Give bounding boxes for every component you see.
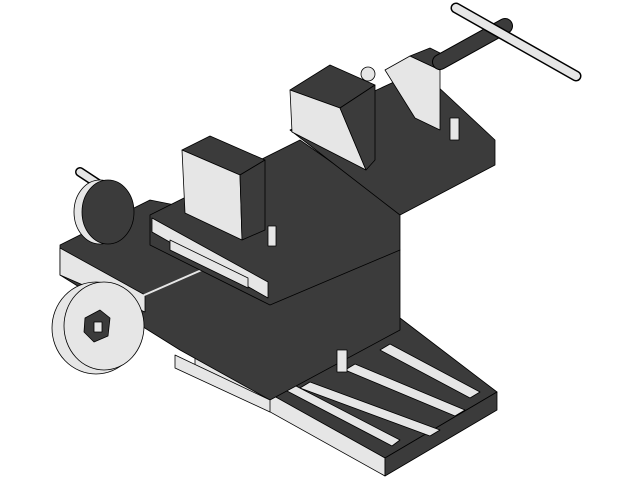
bracket-face — [384, 55, 441, 131]
rear-dial-face — [81, 179, 135, 245]
rear-dial — [73, 167, 135, 245]
rear-jaw-side — [339, 84, 376, 171]
bracket-screw — [449, 117, 460, 141]
base-slot-3 — [379, 343, 481, 399]
base-slot-2 — [344, 363, 466, 417]
saddle-lock-screw — [336, 349, 348, 373]
rear-jaw — [289, 64, 376, 171]
base-bed-end-face — [384, 391, 498, 477]
front-jaw-side — [239, 159, 266, 241]
vise-body — [149, 69, 496, 306]
vise-handle[interactable] — [432, 2, 582, 82]
front-jaw-screw — [267, 225, 277, 247]
front-jaw — [181, 135, 277, 247]
vise-front-lip-2 — [169, 239, 249, 289]
handwheel-key — [93, 321, 103, 333]
base-slot-1 — [299, 381, 441, 437]
bracket-nut — [360, 66, 376, 82]
saddle-lower-face — [174, 354, 271, 413]
front-handwheel[interactable] — [51, 281, 145, 375]
